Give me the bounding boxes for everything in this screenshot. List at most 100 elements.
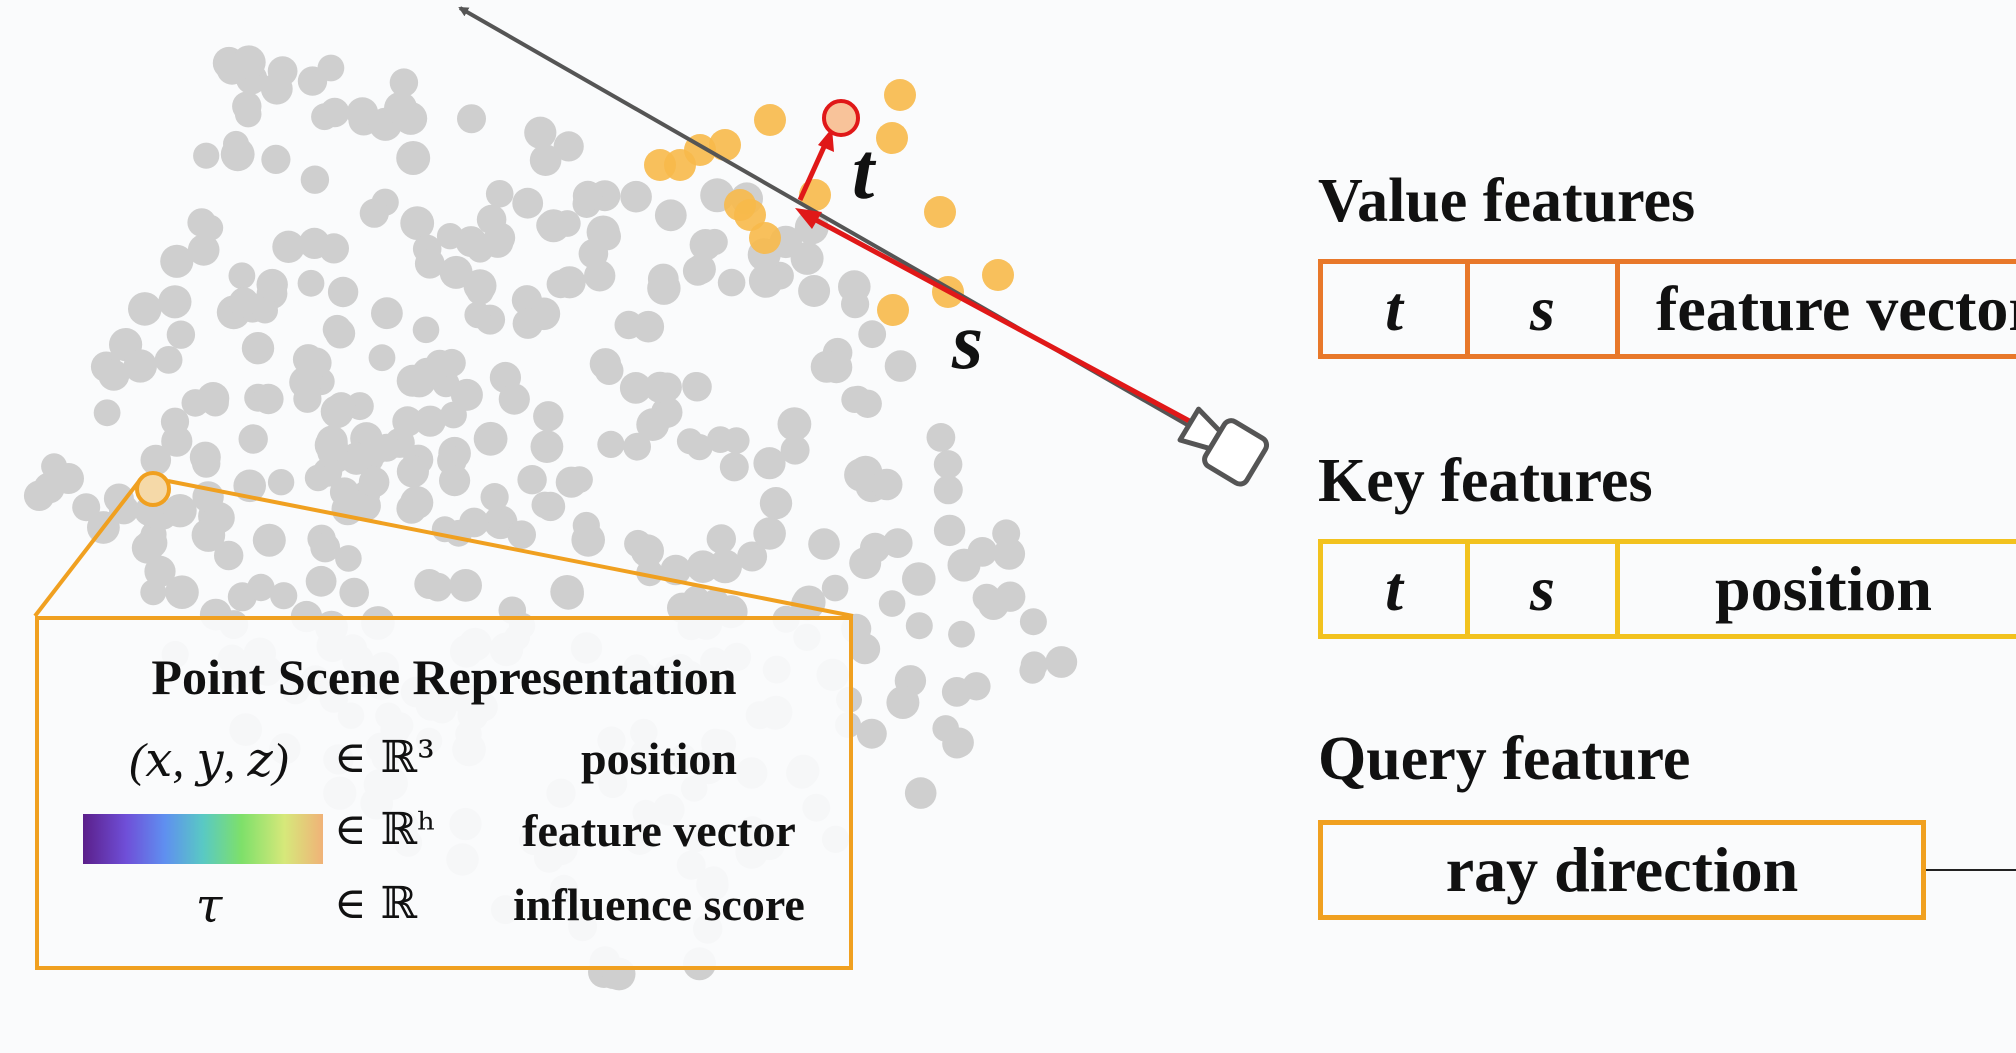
query-feature-row: ray direction bbox=[1318, 820, 1926, 920]
cloud-point bbox=[335, 545, 362, 572]
legend-row-feature-vector: ∈ ℝʰ feature vector bbox=[39, 804, 849, 864]
cloud-point bbox=[706, 524, 736, 554]
cloud-point bbox=[439, 465, 471, 497]
query-feature-title: Query feature bbox=[1318, 725, 1691, 793]
cloud-point bbox=[449, 569, 482, 602]
cloud-point bbox=[311, 103, 338, 131]
cloud-point bbox=[384, 91, 418, 125]
sampled-point bbox=[876, 122, 908, 154]
cloud-point bbox=[267, 56, 298, 86]
cloud-point bbox=[231, 45, 266, 80]
cloud-point bbox=[1045, 646, 1078, 678]
cloud-point bbox=[161, 425, 193, 457]
cloud-point bbox=[252, 523, 286, 557]
cloud-point bbox=[759, 487, 793, 520]
cloud-point bbox=[197, 214, 224, 241]
cloud-point bbox=[841, 290, 870, 319]
cloud-point bbox=[682, 585, 710, 614]
cloud-point bbox=[372, 433, 401, 462]
cloud-point bbox=[241, 332, 275, 365]
cloud-point bbox=[234, 100, 262, 128]
cloud-point bbox=[136, 527, 168, 559]
cloud-point bbox=[511, 285, 542, 316]
position-set: ∈ ℝ³ bbox=[334, 732, 435, 783]
cloud-point bbox=[533, 401, 564, 432]
cloud-point bbox=[719, 452, 749, 482]
cloud-point bbox=[993, 538, 1026, 570]
cloud-point bbox=[530, 430, 564, 463]
cloud-point bbox=[108, 494, 139, 525]
cloud-point bbox=[808, 528, 840, 560]
cloud-point bbox=[320, 395, 354, 429]
cloud-point bbox=[160, 244, 194, 278]
cloud-point bbox=[272, 230, 305, 263]
sampled-point bbox=[924, 196, 956, 228]
cloud-point bbox=[905, 612, 933, 640]
cloud-point bbox=[412, 316, 440, 344]
cloud-point bbox=[853, 389, 882, 418]
cloud-point bbox=[849, 547, 882, 580]
key-features-title: Key features bbox=[1318, 447, 1653, 515]
cloud-point bbox=[858, 320, 887, 349]
cloud-point bbox=[304, 464, 332, 492]
cloud-point bbox=[154, 346, 183, 374]
cloud-point bbox=[128, 292, 162, 326]
cloud-point bbox=[535, 491, 566, 522]
sampled-point bbox=[982, 259, 1014, 291]
cloud-point bbox=[524, 116, 557, 149]
cloud-point bbox=[482, 226, 514, 258]
cloud-point bbox=[72, 493, 101, 522]
cloud-point bbox=[844, 458, 878, 492]
cloud-point bbox=[23, 480, 55, 512]
sampled-point bbox=[644, 149, 676, 181]
sampled-point bbox=[754, 104, 786, 136]
cloud-point bbox=[298, 227, 330, 259]
cloud-point bbox=[886, 686, 920, 719]
cloud-point bbox=[1019, 608, 1047, 636]
cloud-point bbox=[686, 550, 720, 583]
cloud-point bbox=[821, 574, 849, 602]
cloud-point bbox=[389, 68, 419, 97]
value-t-cell: t bbox=[1318, 259, 1470, 359]
cloud-point bbox=[193, 142, 220, 169]
cloud-point bbox=[358, 466, 390, 498]
cloud-point bbox=[165, 575, 199, 609]
cloud-point bbox=[498, 383, 530, 415]
cloud-point bbox=[748, 263, 783, 298]
cloud-point bbox=[440, 401, 467, 429]
cloud-point bbox=[644, 371, 676, 403]
cloud-point bbox=[464, 301, 492, 329]
cloud-point bbox=[98, 359, 130, 391]
cloud-point bbox=[978, 589, 1009, 620]
cloud-point bbox=[297, 269, 325, 297]
cloud-point bbox=[632, 310, 665, 343]
t-label: t bbox=[852, 128, 877, 216]
cloud-point bbox=[252, 297, 278, 324]
cloud-point bbox=[902, 562, 936, 596]
s-label: s bbox=[951, 298, 983, 386]
cloud-point bbox=[310, 532, 341, 563]
cloud-point bbox=[623, 432, 651, 461]
position-symbol: (𝑥, 𝑦, 𝑧) bbox=[129, 734, 289, 787]
cloud-point bbox=[507, 520, 536, 549]
cloud-point bbox=[437, 348, 466, 377]
cloud-point bbox=[904, 777, 937, 809]
cloud-point bbox=[529, 144, 562, 176]
cloud-point bbox=[305, 565, 337, 597]
cloud-point bbox=[856, 718, 887, 749]
cloud-point bbox=[414, 405, 446, 437]
cloud-point bbox=[636, 408, 670, 441]
cloud-point bbox=[685, 254, 716, 285]
feature-set: ∈ ℝʰ bbox=[334, 804, 437, 855]
cloud-point bbox=[682, 372, 710, 400]
cloud-point bbox=[228, 287, 259, 318]
cloud-point bbox=[457, 104, 486, 134]
cloud-point bbox=[882, 528, 913, 558]
cloud-point bbox=[123, 349, 157, 383]
cloud-point bbox=[359, 198, 389, 228]
cloud-point bbox=[777, 407, 812, 441]
cloud-point bbox=[247, 573, 275, 602]
camera-icon bbox=[1177, 406, 1270, 487]
cloud-point bbox=[933, 514, 966, 547]
